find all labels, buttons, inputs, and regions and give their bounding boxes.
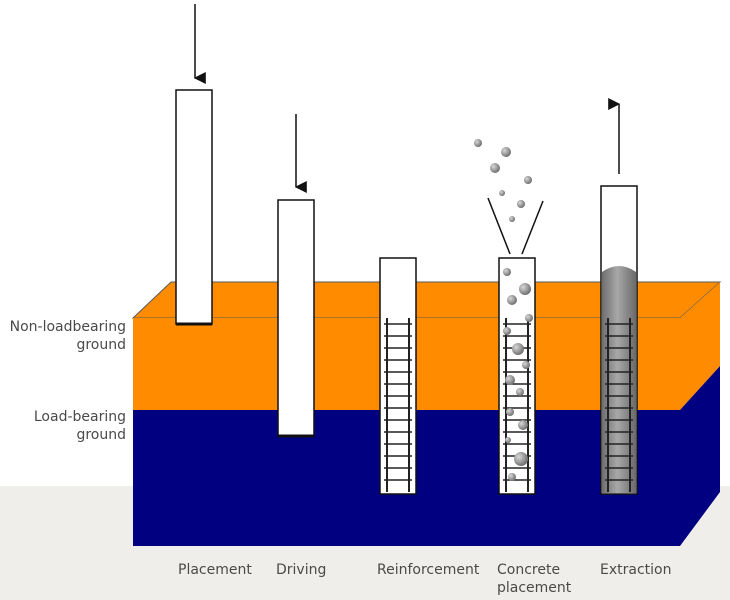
rebar-cage [384,318,412,492]
aggregate-particle [490,163,500,173]
step-label-extraction: Extraction [600,562,672,578]
rebar-cage [605,318,633,492]
non-loadbearing-label-line2: ground [76,337,126,353]
aggregate-particle [519,283,531,295]
driving-casing [277,199,315,437]
aggregate-particle [503,268,511,276]
aggregate-particle [509,216,515,222]
soil-side-orange [680,282,720,410]
aggregate-particle [499,190,505,196]
step-label-concrete-line1: Concrete [497,562,561,578]
step-label-driving: Driving [276,562,327,578]
concrete-fill [602,266,636,493]
aggregate-particle [512,343,524,355]
rebar-cage [503,318,531,492]
aggregate-particle [524,176,532,184]
aggregate-particle [518,420,528,430]
step-extraction-pile [600,98,638,495]
step-label-concrete-line2: placement [497,580,572,596]
aggregate-particle [501,147,511,157]
non-loadbearing-label-line1: Non-loadbearing [9,319,126,335]
step-label-reinforcement: Reinforcement [377,562,480,578]
step-label-placement: Placement [178,562,252,578]
non-loadbearing-label: Non-loadbearing ground [0,318,126,354]
placement-casing [175,89,213,325]
step-reinforcement-pile [379,257,417,495]
aggregate-particle [474,139,482,147]
step-placement-pile [175,4,213,326]
step-label-concrete-placement: Concrete placement [497,561,571,597]
aggregate-particle [505,437,511,443]
aggregate-particle [508,473,516,481]
concrete-aggregate-particles [474,139,533,481]
load-bearing-label-line1: Load-bearing [33,409,126,425]
aggregate-particle [522,361,530,369]
step-concrete-placement-pile [474,139,544,495]
funnel-right [521,200,544,255]
soil-side-blue [680,366,720,546]
reinforcement-casing [379,257,417,495]
load-bearing-label: Load-bearing ground [0,408,126,444]
aggregate-particle [514,452,528,466]
step-driving-pile [277,114,315,438]
aggregate-particle [517,200,525,208]
aggregate-particle [503,327,511,335]
aggregate-particle [507,295,517,305]
aggregate-particle [525,314,533,322]
aggregate-particle [505,375,515,385]
aggregate-particle [506,408,514,416]
aggregate-particle [516,388,524,396]
load-bearing-label-line2: ground [76,427,126,443]
funnel-left [487,197,511,255]
